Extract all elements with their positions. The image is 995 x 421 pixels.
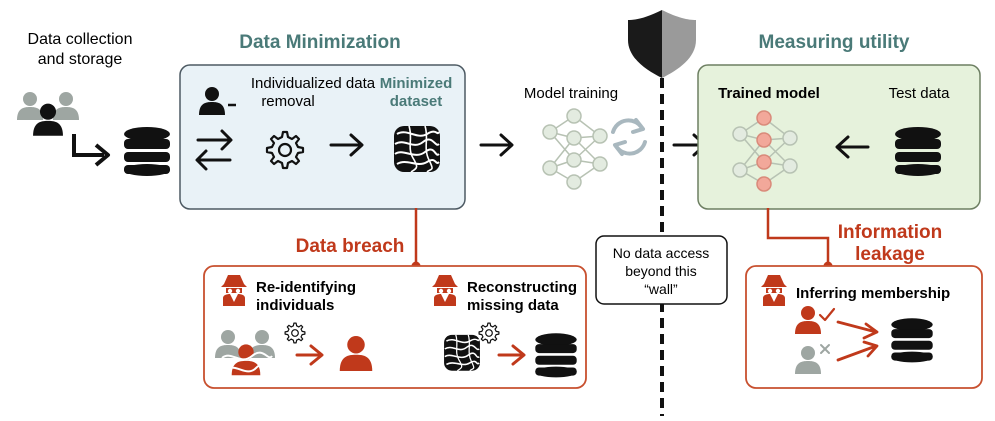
trained-model-label: Trained model — [718, 85, 820, 102]
removal-label-line1: Individualized data — [251, 75, 376, 92]
remove-person-icon — [199, 87, 236, 115]
scrambled-people-icon — [215, 330, 275, 376]
reid-arrow — [295, 344, 324, 366]
membership-label: Inferring membership — [796, 285, 950, 302]
wall-note-box — [595, 235, 728, 305]
removal-label-line2: removal — [261, 93, 314, 110]
wall-note-line1: No data access — [613, 245, 710, 261]
training-label: Model training — [524, 85, 618, 102]
leakage-connector — [766, 208, 830, 266]
collection-label-line2: and storage — [38, 51, 123, 68]
membership-arrows — [836, 320, 879, 362]
breach-title: Data breach — [296, 236, 405, 257]
breach-box — [203, 265, 587, 389]
recon-arrow — [497, 344, 526, 366]
leakage-title-line1: Information — [838, 222, 943, 243]
recon-label-line2: missing data — [467, 297, 559, 314]
leakage-title-line2: leakage — [855, 244, 925, 265]
people-group-icon — [17, 92, 79, 136]
to-training-arrow — [479, 133, 514, 157]
reid-label-line2: individuals — [256, 297, 334, 314]
cross-icon — [820, 344, 830, 354]
minimized-label-line2: dataset — [390, 93, 443, 110]
reid-label-line1: Re-identifying — [256, 279, 356, 296]
minimized-database-icon — [393, 125, 441, 173]
collection-label-line1: Data collection — [28, 31, 133, 48]
wall-note-line3: “wall” — [644, 281, 678, 297]
check-icon — [818, 307, 836, 322]
utility-title: Measuring utility — [759, 32, 910, 53]
minimized-label-line1: Minimized — [380, 75, 453, 92]
minimized-database-icon — [443, 334, 481, 372]
collection-arrow — [72, 134, 104, 157]
trained-network-icon — [732, 110, 798, 192]
neural-network-icon — [542, 108, 608, 190]
wall-note-line2: beyond this — [625, 263, 697, 279]
refresh-icon — [611, 118, 647, 156]
minimization-box — [179, 64, 466, 210]
minimization-title: Data Minimization — [239, 32, 401, 53]
recon-label-line1: Reconstructing — [467, 279, 577, 296]
test-data-label: Test data — [889, 85, 951, 102]
shield-icon — [628, 10, 696, 78]
swap-arrows-icon — [195, 129, 233, 171]
database-icon — [124, 127, 170, 176]
